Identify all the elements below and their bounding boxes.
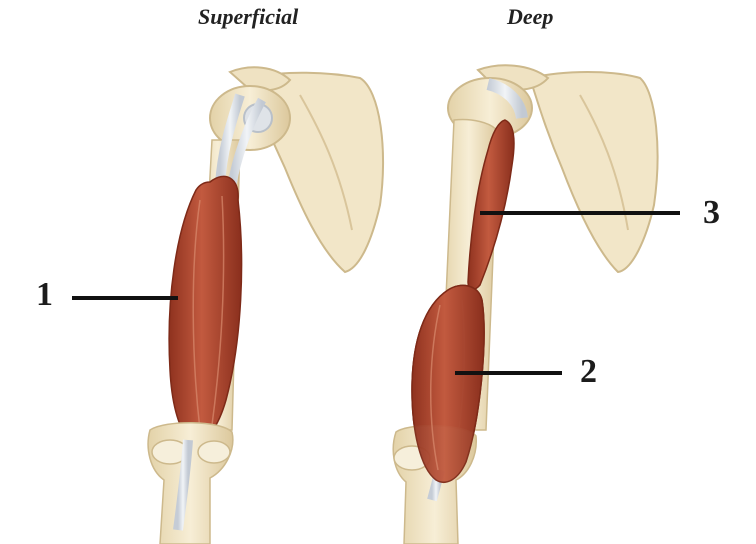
- superficial-heading: Superficial: [198, 4, 299, 29]
- superficial-arm: [147, 66, 385, 544]
- scapula-deep: [528, 71, 659, 274]
- label-3: 3: [703, 194, 720, 231]
- label-2: 2: [580, 353, 597, 390]
- label-1: 1: [36, 276, 53, 313]
- deep-heading: Deep: [507, 4, 554, 29]
- deep-arm: [392, 64, 659, 544]
- brachialis-muscle-overlay: [411, 284, 485, 483]
